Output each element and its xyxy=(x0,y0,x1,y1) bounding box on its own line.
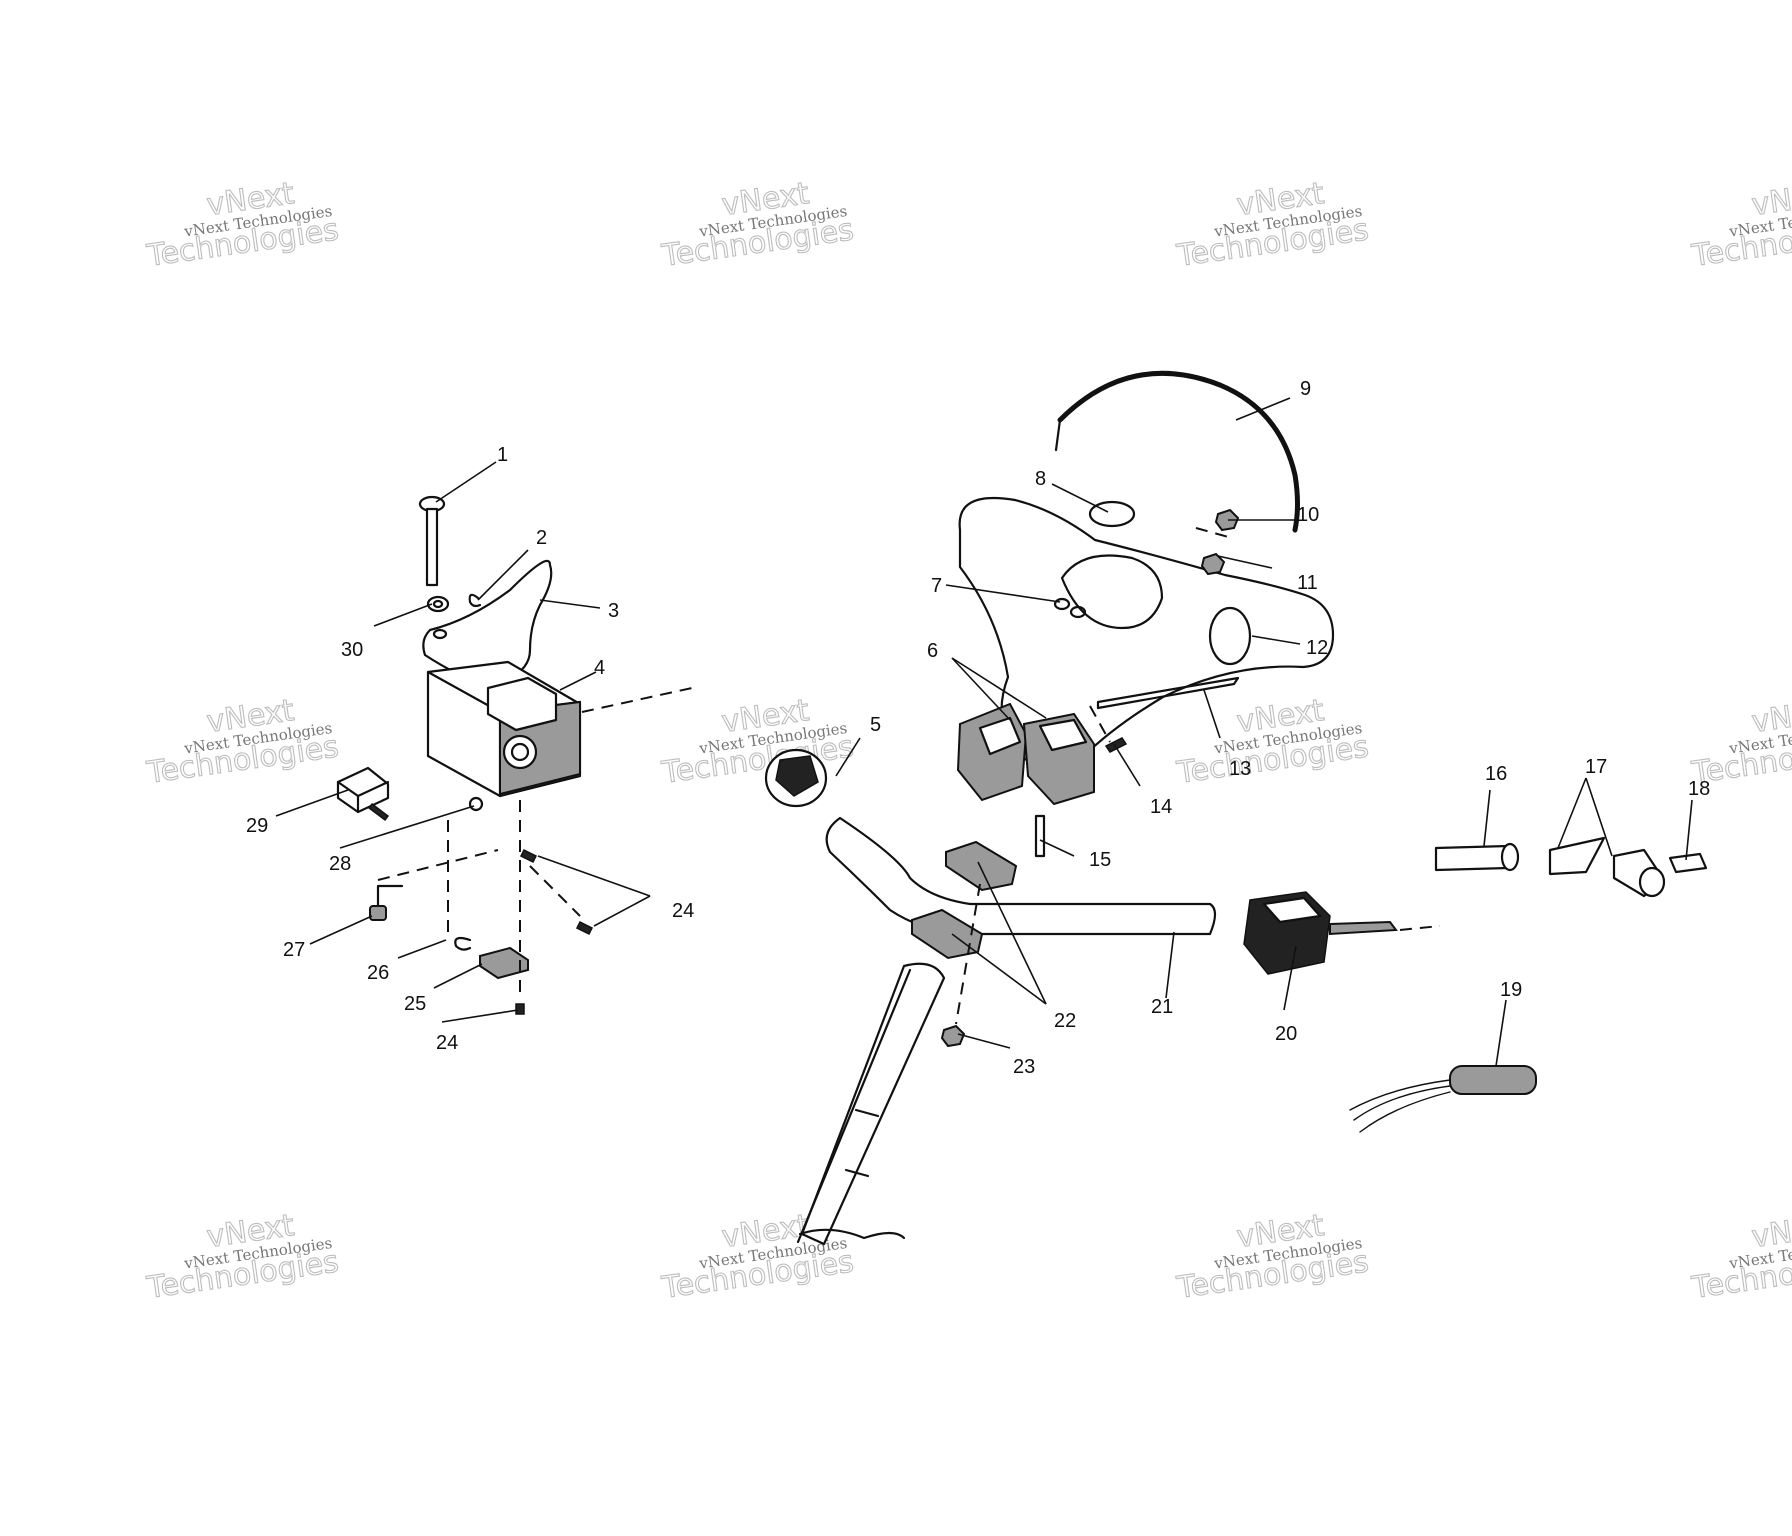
callout-12: 12 xyxy=(1306,637,1328,659)
callout-3: 3 xyxy=(608,600,619,622)
part-9-end-left xyxy=(1054,418,1062,452)
callout-18: 18 xyxy=(1688,778,1710,800)
part-13-strip xyxy=(1096,676,1240,710)
callout-labels: 1 2 3 4 5 6 7 8 9 10 11 12 13 14 15 16 1… xyxy=(246,378,1710,1078)
part-25-plate xyxy=(479,946,529,980)
callout-1: 1 xyxy=(497,444,508,466)
left-assembly xyxy=(336,495,693,1015)
part-7-plate xyxy=(1060,554,1164,630)
callout-16: 16 xyxy=(1485,763,1507,785)
part-15-bolt xyxy=(1034,814,1046,858)
callout-26: 26 xyxy=(367,962,389,984)
callout-24a: 24 xyxy=(672,900,694,922)
align-line-nuts xyxy=(1195,527,1233,539)
callout-10: 10 xyxy=(1297,504,1319,526)
part-18-bolt xyxy=(1668,852,1708,874)
callout-25: 25 xyxy=(404,993,426,1015)
callout-7: 7 xyxy=(931,575,942,597)
callout-14: 14 xyxy=(1150,796,1172,818)
part-2-clip xyxy=(468,593,482,608)
callout-4: 4 xyxy=(594,657,605,679)
part-11-nut xyxy=(1200,552,1226,576)
part-6-clamp-covers xyxy=(956,702,1095,806)
part-10-nut xyxy=(1214,508,1240,532)
part-28-boss xyxy=(468,796,484,812)
part-26-clip xyxy=(454,936,472,951)
part-21-handlebar xyxy=(825,816,1217,936)
callout-29: 29 xyxy=(246,815,268,837)
part-30-washer xyxy=(426,595,450,613)
callout-23: 23 xyxy=(1013,1056,1035,1078)
callout-30: 30 xyxy=(341,639,363,661)
callout-19: 19 xyxy=(1500,979,1522,1001)
callout-20: 20 xyxy=(1275,1023,1297,1045)
callout-13: 13 xyxy=(1229,758,1251,780)
part-17-grip-end xyxy=(1548,836,1666,898)
part-22-clamp-lower xyxy=(911,908,984,960)
align-line-screw xyxy=(529,865,581,917)
leader-lines xyxy=(275,397,1693,1067)
part-3-hole xyxy=(432,628,448,640)
callout-17: 17 xyxy=(1585,756,1607,778)
callout-27: 27 xyxy=(283,939,305,961)
callout-22: 22 xyxy=(1054,1010,1076,1032)
part-14-pin xyxy=(1104,737,1128,753)
part-5-end-cap xyxy=(764,748,828,808)
part-19-heater xyxy=(1349,1065,1537,1133)
callout-2: 2 xyxy=(536,527,547,549)
part-24-screw-c xyxy=(515,1003,525,1015)
part-24-screw-a xyxy=(519,848,538,864)
align-line-14 xyxy=(1089,705,1111,743)
part-16-grip xyxy=(1434,842,1520,872)
align-line-20 xyxy=(1399,925,1441,931)
callout-28: 28 xyxy=(329,853,351,875)
callout-21: 21 xyxy=(1151,996,1173,1018)
part-27-nut xyxy=(369,884,404,921)
align-line-housing xyxy=(581,687,693,713)
part-29-switch xyxy=(336,766,390,822)
callout-6: 6 xyxy=(927,640,938,662)
part-23-nut xyxy=(940,1024,966,1048)
align-line-wire xyxy=(377,849,499,881)
part-3-lever xyxy=(422,559,553,683)
callout-5: 5 xyxy=(870,714,881,736)
part-22-clamp-upper xyxy=(945,840,1018,892)
align-line-23 xyxy=(955,883,981,1025)
part-4-housing xyxy=(426,660,582,798)
part-20-throttle-housing xyxy=(1243,891,1398,975)
part-9-strip xyxy=(1057,370,1300,533)
callout-8: 8 xyxy=(1035,468,1046,490)
part-24-screw-b xyxy=(575,920,594,936)
steering-post xyxy=(796,962,946,1246)
center-assembly xyxy=(764,370,1708,1246)
callout-9: 9 xyxy=(1300,378,1311,400)
part-8-disc xyxy=(1088,500,1136,528)
callout-24b: 24 xyxy=(436,1032,458,1054)
callout-11: 11 xyxy=(1297,572,1318,594)
part-1-bolt xyxy=(418,495,446,587)
callout-15: 15 xyxy=(1089,849,1111,871)
